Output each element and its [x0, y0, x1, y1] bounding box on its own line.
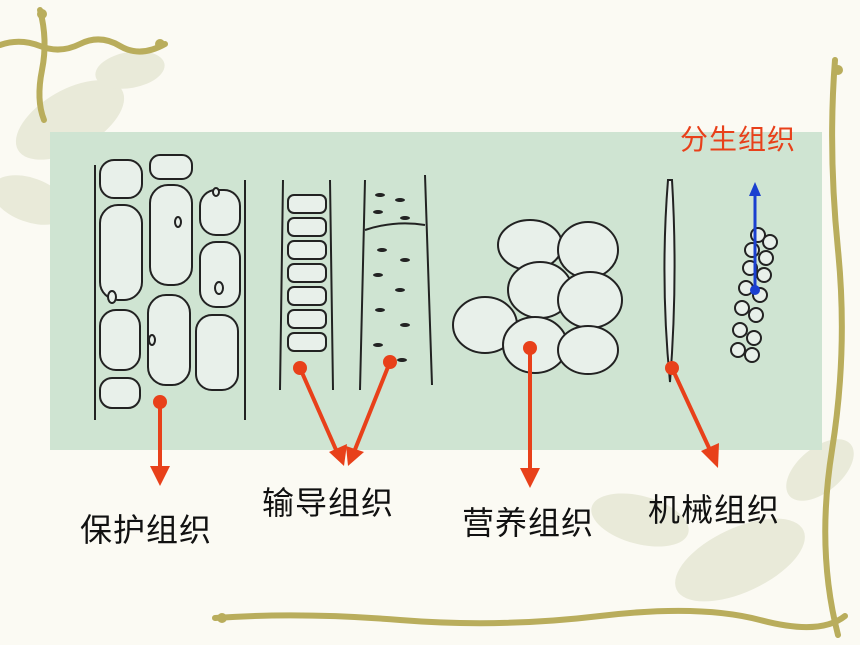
- nutritive-tissue-label: 营养组织: [462, 504, 595, 542]
- vessel-illustration: [279, 179, 334, 391]
- meristem-illustration: [730, 227, 778, 363]
- mechanical-tissue-label: 机械组织: [648, 491, 781, 529]
- pitted-vessel-illustration: [359, 174, 433, 391]
- fiber-illustration: [663, 179, 676, 383]
- meristematic-tissue-label: 分生组织: [680, 123, 797, 156]
- protective-tissue-illustration: [94, 154, 246, 420]
- protective-tissue-label: 保护组织: [80, 511, 213, 549]
- conducting-tissue-label: 输导组织: [262, 484, 395, 522]
- parenchyma-illustration: [452, 219, 623, 375]
